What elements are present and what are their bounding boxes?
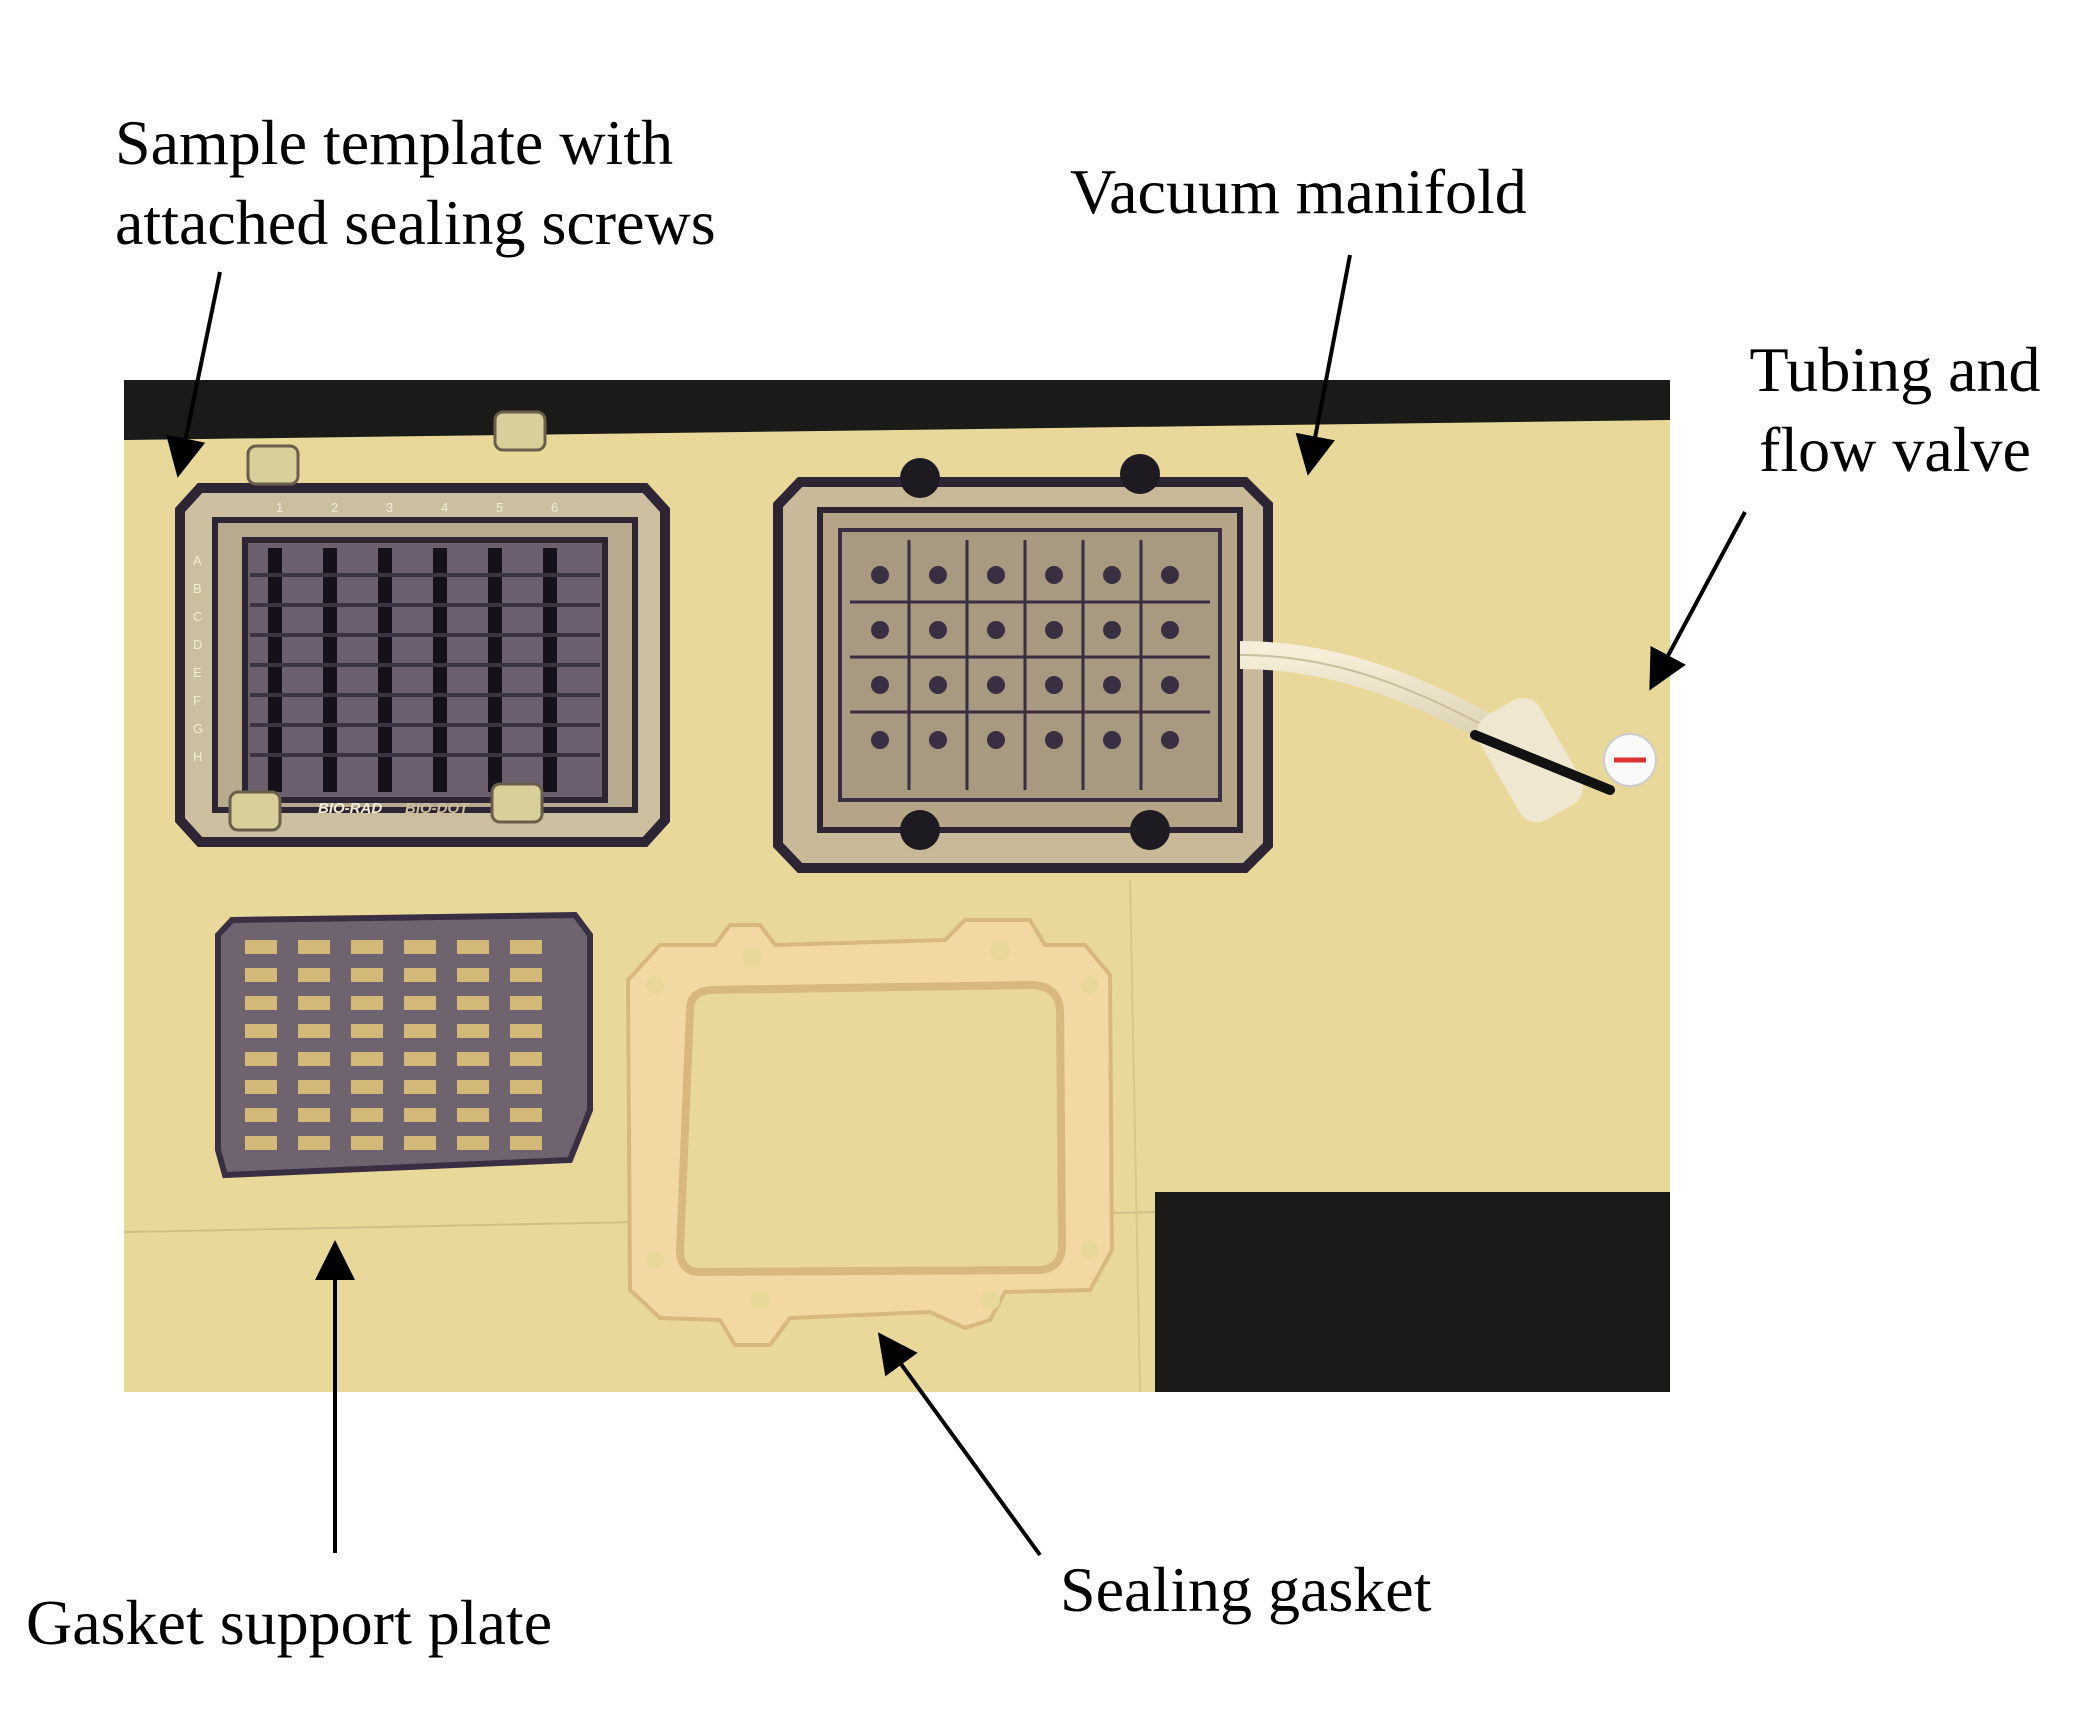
sample-template: 1 2 3 4 5 6 A B C D E F G H BIO-RAD BIO-… [175,410,670,847]
template-row-label: H [193,749,202,764]
support-plate-slots [245,940,542,1150]
label-sealing-gasket: Sealing gasket [1060,1550,1431,1630]
annotation-arrows [166,254,1747,1557]
arrow-vacuum-manifold [1295,254,1352,476]
label-vacuum-manifold: Vacuum manifold [1070,152,1527,232]
label-line: Sample template with [115,107,674,178]
sealing-screw [246,444,300,486]
tubing-and-flow-valve [1239,641,1657,823]
template-column-label: 2 [331,500,338,515]
template-row-label: A [193,553,202,568]
template-column-label: 4 [441,500,448,515]
template-column-label: 3 [386,500,393,515]
template-column-label: 6 [551,500,558,515]
sealing-gasket [625,918,1115,1347]
label-line: Sealing gasket [1060,1554,1432,1625]
arrow-tubing [1649,511,1747,691]
template-row-label: D [193,637,202,652]
template-row-label: F [193,693,201,708]
vacuum-manifold [773,454,1273,873]
label-line: Tubing and [1749,334,2041,405]
sealing-screw [493,410,547,452]
arrow-sealing-gasket [877,1332,1042,1557]
template-row-label: C [193,609,202,624]
arrow-sample-template [166,271,222,478]
label-gasket-support-plate: Gasket support plate [26,1583,552,1663]
sealing-screw [490,782,544,824]
gasket-support-plate [215,911,593,1179]
template-model-name: BIO-DOT [405,800,470,817]
manifold-well-grid [871,566,1179,749]
template-row-label: G [193,721,203,736]
sealing-screws [228,410,547,832]
template-column-label: 1 [276,500,283,515]
template-column-label: 5 [496,500,503,515]
template-row-label: E [193,665,202,680]
template-row-label: B [193,581,202,596]
label-tubing-flow-valve: Tubing and flow valve [1735,330,2055,490]
label-line: Gasket support plate [26,1587,553,1658]
label-line: Vacuum manifold [1070,156,1527,227]
template-slot-grid [268,548,557,792]
label-line: flow valve [1759,414,2031,485]
template-brand-logo: BIO-RAD [318,800,382,817]
label-sample-template: Sample template with attached sealing sc… [115,103,716,263]
label-line: attached sealing screws [115,187,716,258]
sealing-screw [228,790,282,832]
